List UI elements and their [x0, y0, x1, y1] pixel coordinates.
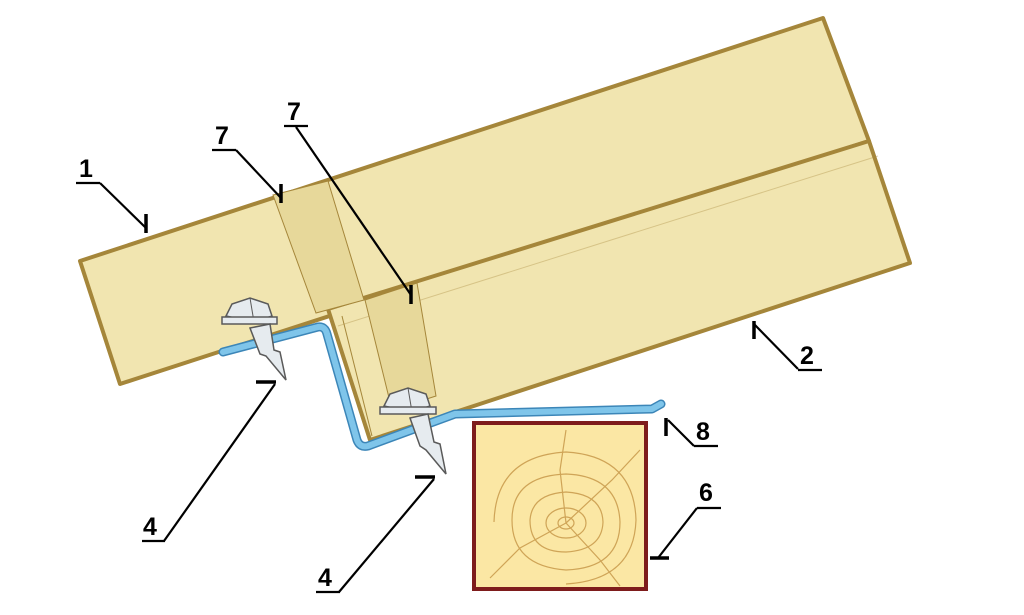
grain-ring — [511, 473, 621, 571]
grain-ring — [493, 451, 637, 585]
callout-8: 8 — [664, 418, 718, 448]
grain-crack — [565, 522, 621, 587]
callout-label: 4 — [318, 564, 332, 592]
callout-leader — [295, 126, 412, 296]
callout-label: 7 — [287, 98, 301, 126]
lower-board — [326, 139, 912, 442]
callout-leader — [657, 507, 698, 559]
wood-grain — [489, 429, 641, 587]
callout-label: 7 — [215, 122, 229, 150]
screw-left — [221, 297, 287, 381]
callouts: 1 2 7 7 4 — [76, 98, 822, 594]
board-seam — [337, 155, 879, 327]
grain-ring — [545, 507, 587, 539]
grain-crack — [565, 449, 641, 524]
screw-shank — [248, 323, 287, 381]
callout-4-left: 4 — [142, 380, 276, 543]
spacer-edge — [341, 315, 373, 437]
callout-leader — [235, 149, 282, 199]
callout-leader — [667, 419, 695, 447]
grain-ring — [557, 516, 575, 530]
callout-7-right: 7 — [284, 98, 413, 304]
callout-label: 2 — [800, 342, 814, 370]
spacers — [272, 180, 437, 437]
screw-shank — [409, 413, 447, 475]
callout-leader — [338, 478, 435, 593]
grain-ring — [529, 491, 604, 553]
callout-leader — [99, 182, 147, 229]
grain-crack — [489, 522, 567, 579]
screw-right — [379, 387, 447, 475]
callout-leader — [163, 383, 276, 542]
callout-label: 1 — [79, 155, 93, 183]
callout-6: 6 — [650, 479, 721, 560]
callout-label: 8 — [696, 418, 710, 446]
callout-7-left: 7 — [212, 122, 283, 203]
grain-crack — [559, 429, 567, 524]
callout-4-right: 4 — [316, 475, 435, 594]
spacer-right — [364, 282, 437, 411]
washer — [379, 406, 437, 415]
spacer-left — [272, 180, 365, 314]
callout-1: 1 — [76, 155, 148, 233]
timber-beam — [472, 421, 648, 591]
callout-label: 4 — [143, 513, 157, 541]
bracket-fill — [220, 323, 664, 450]
board-assembly — [78, 16, 912, 442]
callout-leader — [753, 323, 799, 370]
washer — [221, 316, 278, 325]
callout-2: 2 — [752, 321, 822, 372]
metal-bracket — [218, 322, 666, 451]
callout-label: 6 — [699, 479, 713, 507]
